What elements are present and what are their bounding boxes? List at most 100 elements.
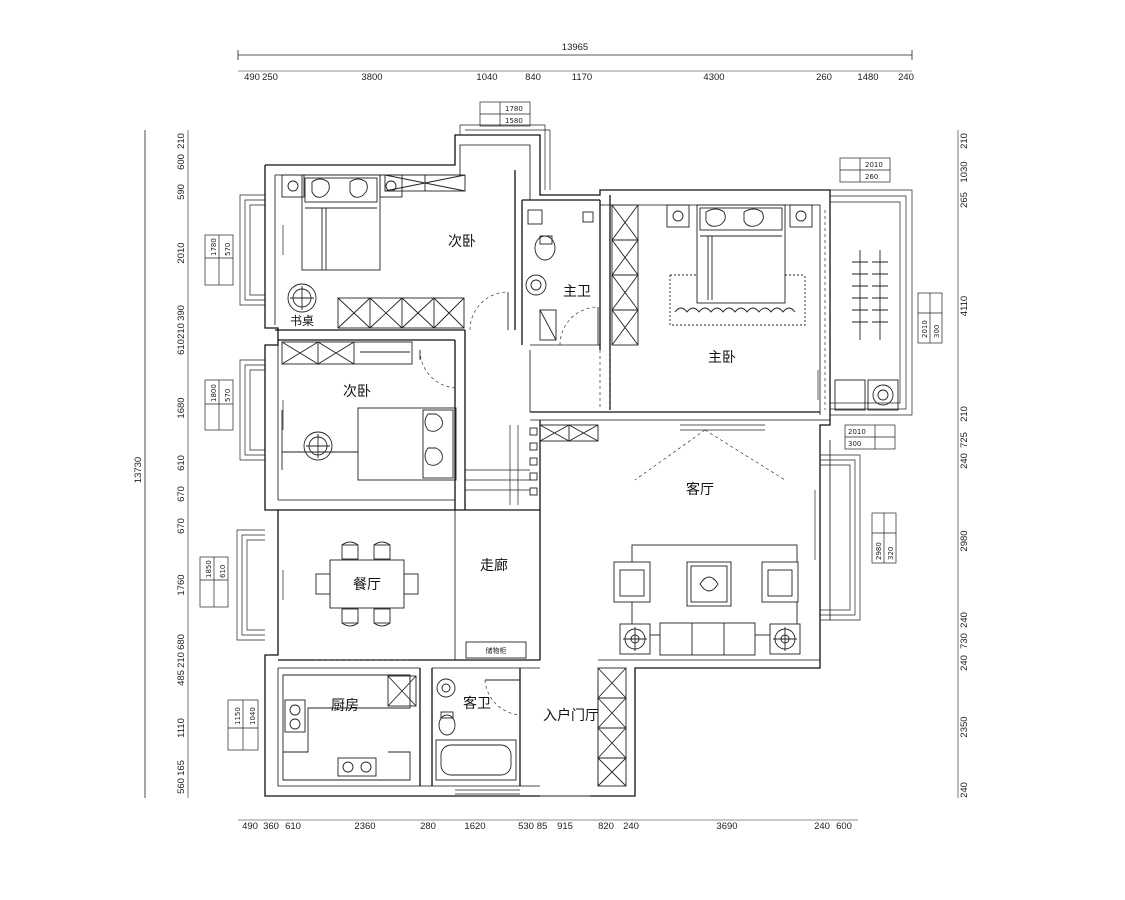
room-label-bedroom-second: 次卧: [343, 384, 371, 400]
room-label-guest-bath: 客卫: [463, 695, 491, 712]
dim-bot-9: 915: [557, 821, 573, 832]
dim-top-9: 1480: [857, 72, 878, 83]
corridor-fixtures: 储物柜: [465, 424, 599, 659]
dim-bot-7: 530: [518, 821, 534, 832]
master-bedroom-furniture: [599, 204, 826, 410]
tag-rm2-a: 2010: [848, 428, 866, 436]
dim-bot-6: 1620: [464, 821, 485, 832]
dim-bot-3: 610: [285, 821, 301, 832]
dim-left-17: 165: [176, 760, 187, 776]
dim-top-4: 1040: [476, 72, 497, 83]
tag-rm-a: 2010: [921, 320, 929, 338]
room-label-kitchen: 厨房: [331, 698, 359, 714]
dim-bot-12: 3690: [716, 821, 737, 832]
dim-left-7: 610: [176, 339, 187, 355]
bottom-dimension-chain: 490 360 610 2360 280 1620 530 85 915 820…: [238, 819, 858, 832]
dim-bot-14: 600: [836, 821, 852, 832]
dim-right-1: 210: [959, 133, 970, 149]
tag-l2-a: 1800: [210, 384, 218, 402]
room-label-master-bath: 主卫: [563, 284, 591, 300]
storage-label: 储物柜: [486, 646, 507, 655]
tag-l3-b: 610: [219, 565, 227, 578]
dim-left-15: 485: [176, 670, 187, 686]
bedroom-1-furniture: [281, 174, 509, 331]
tag-l2-b: 570: [224, 389, 232, 402]
bedroom-2-furniture: [281, 341, 459, 481]
tag-l1-b: 570: [224, 243, 232, 256]
room-label-bedroom-top: 次卧: [448, 234, 476, 250]
dining-room-furniture: [315, 541, 419, 627]
dim-left-16: 1110: [176, 718, 187, 738]
dim-bot-11: 240: [623, 821, 639, 832]
right-dimension-chain: 210 1030 265 4110 210 725 240 2980 240 7…: [957, 130, 970, 798]
dim-left-11: 670: [176, 518, 187, 534]
switch-panel: [465, 425, 538, 505]
dim-right-3: 265: [959, 192, 970, 208]
tag-rt-b: 260: [865, 173, 878, 181]
dim-left-1: 210: [176, 133, 187, 149]
dim-left-3: 590: [176, 184, 187, 200]
dim-left-total: 13730: [133, 457, 144, 483]
tag-rt-a: 2010: [865, 161, 883, 169]
room-label-living: 客厅: [686, 481, 714, 498]
dim-top-2: 250: [262, 72, 278, 83]
tag-l1-a: 1780: [210, 238, 218, 256]
dim-top-5: 840: [525, 72, 541, 83]
dim-left-18: 560: [176, 778, 187, 794]
dim-top-6: 1170: [572, 72, 592, 83]
left-dimension-chain: 13730 210 600 590 2010 390 210 610 1680 …: [133, 130, 189, 798]
dim-left-12: 1760: [176, 574, 187, 595]
room-label-dining: 餐厅: [353, 577, 381, 593]
dim-left-10: 670: [176, 486, 187, 502]
tag-top-a: 1780: [505, 105, 523, 113]
dim-bot-4: 2360: [354, 821, 375, 832]
dim-left-14: 210: [176, 652, 187, 668]
room-label-master-bedroom: 主卧: [708, 350, 736, 366]
dim-top-total: 13965: [562, 42, 588, 53]
tag-top-b: 1580: [505, 117, 523, 125]
tag-l4-b: 1040: [249, 707, 257, 725]
tag-rm-b: 300: [933, 325, 941, 338]
dim-left-6: 210: [176, 323, 187, 339]
dim-right-11: 240: [959, 655, 970, 671]
tag-l4-a: 1150: [234, 707, 242, 725]
room-label-entrance: 入户门厅: [543, 707, 599, 724]
tag-rm2-b: 300: [848, 440, 861, 448]
dim-bot-1: 490: [242, 821, 258, 832]
dim-top-3: 3800: [361, 72, 382, 83]
dim-bot-10: 820: [598, 821, 614, 832]
dim-bot-8: 85: [537, 821, 548, 832]
dim-right-5: 210: [959, 406, 970, 422]
living-room-furniture: [613, 424, 801, 656]
entrance-fixtures: [455, 667, 627, 797]
dim-bot-13: 240: [814, 821, 830, 832]
tag-rl-a: 2980: [875, 542, 883, 560]
tag-l3-a: 1850: [205, 560, 213, 578]
dim-right-8: 2980: [959, 530, 970, 551]
top-dimension-chain: 13965 490 250 3800 1040 840 1170 4300 26…: [237, 42, 914, 83]
dim-right-7: 240: [959, 453, 970, 469]
dim-left-9: 610: [176, 455, 187, 471]
dim-right-4: 4110: [959, 296, 970, 316]
dim-right-13: 240: [959, 782, 970, 798]
dim-top-10: 240: [898, 72, 914, 83]
dim-top-1: 490: [244, 72, 260, 83]
kitchen-fixtures: [282, 659, 417, 781]
dim-right-2: 1030: [959, 161, 970, 182]
master-bath-fixtures: [525, 209, 599, 346]
dim-right-10: 730: [959, 633, 970, 649]
exterior-walls: [264, 134, 831, 797]
dim-top-8: 260: [816, 72, 832, 83]
dim-right-9: 240: [959, 612, 970, 628]
window-tags: 1780 1580 2010 260 2010 300 2010 300 298…: [199, 101, 943, 751]
dim-top-7: 4300: [703, 72, 724, 83]
dim-left-8: 1680: [176, 397, 187, 418]
dim-left-13: 680: [176, 634, 187, 650]
guest-bath-fixtures: [435, 678, 521, 781]
dim-left-4: 2010: [176, 242, 187, 263]
room-label-study: 书桌: [290, 314, 314, 328]
dim-bot-2: 360: [263, 821, 279, 832]
room-label-corridor: 走廊: [480, 557, 508, 574]
dim-left-2: 600: [176, 154, 187, 170]
